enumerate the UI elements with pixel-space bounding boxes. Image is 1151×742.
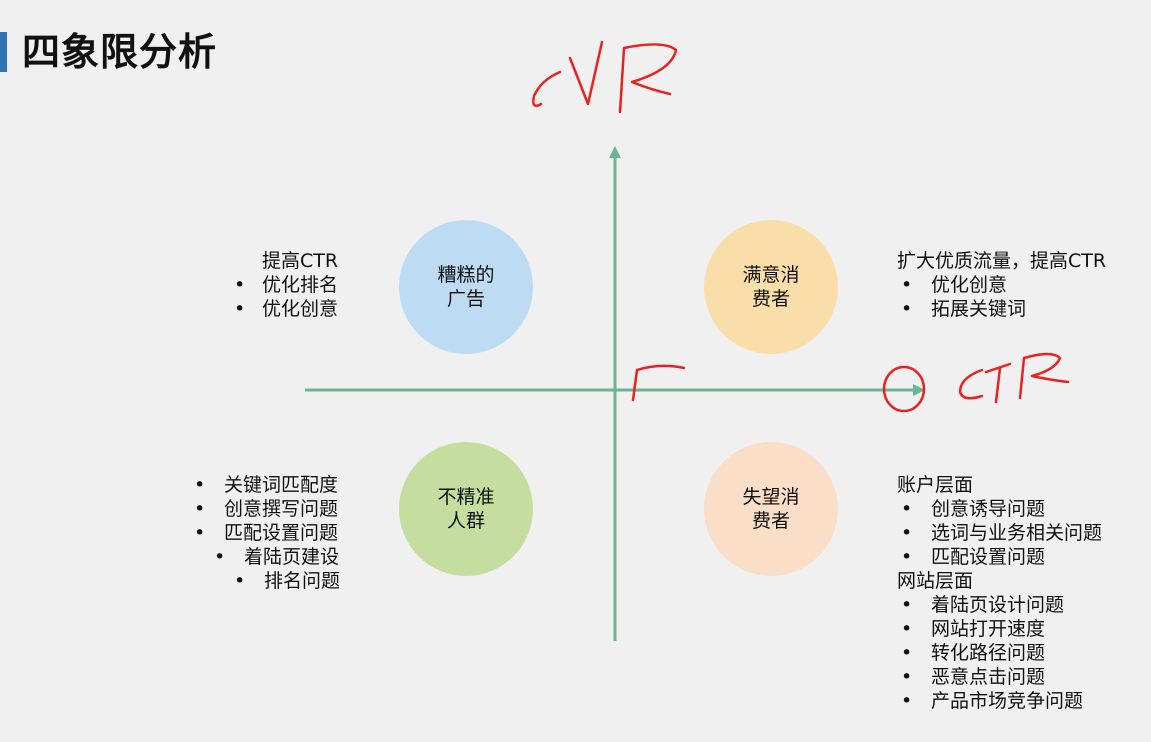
y-axis-arrowhead (609, 146, 621, 158)
bullet: • (901, 666, 913, 688)
circle-imprecise-audience: 不精准人群 (399, 442, 533, 576)
bullet: • (901, 546, 913, 568)
circle-imprecise-line1: 不精准 (437, 486, 495, 508)
list-item-text: 优化排名 (262, 274, 339, 296)
top-right-note: 扩大优质流量，提高CTR • 优化创意 • 拓展关键词 (897, 249, 1106, 321)
list-item: • 产品市场竞争问题 (897, 689, 1102, 713)
list-item: • 着陆页设计问题 (897, 593, 1102, 617)
bullet: • (901, 642, 913, 664)
list-item: • 匹配设置问题 (897, 545, 1102, 569)
bullet: • (194, 498, 206, 520)
circle-bad-ads: 糟糕的广告 (399, 220, 533, 354)
circle-disappointed-line1: 失望消 (742, 486, 800, 508)
bottom-left-note: •关键词匹配度 •创意撰写问题 •匹配设置问题 •着陆页建设 •排名问题 (190, 473, 340, 593)
bullet: • (901, 498, 913, 520)
list-item: • 匹配设置问题 (190, 521, 340, 545)
top-right-heading: 扩大优质流量，提高CTR (897, 250, 1107, 272)
bullet: • (234, 298, 246, 320)
list-item-text: 关键词匹配度 (224, 474, 339, 496)
list-item: • 拓展关键词 (897, 297, 1106, 321)
list-item-text: 优化创意 (931, 274, 1008, 296)
list-item-text: 着陆页建设 (244, 546, 340, 568)
top-left-note: 提高CTR • 优化排名 • 优化创意 (230, 249, 338, 321)
list-item: • 关键词匹配度 (190, 473, 340, 497)
list-item-text: 匹配设置问题 (931, 546, 1046, 568)
list-item-text: 着陆页设计问题 (931, 594, 1065, 616)
top-left-heading: 提高CTR (262, 250, 339, 272)
account-level-heading: 账户层面 (897, 474, 974, 496)
list-item: • 优化排名 (230, 273, 338, 297)
circle-disappointed-line2: 费者 (751, 510, 790, 532)
list-item: • 转化路径问题 (897, 641, 1102, 665)
circle-satisfied-consumers: 满意消费者 (704, 220, 838, 354)
list-item: • 排名问题 (190, 569, 340, 593)
circle-bad-ads-line2: 广告 (446, 288, 485, 310)
x-axis-arrowhead (913, 384, 925, 396)
circle-disappointed-consumers: 失望消费者 (704, 442, 838, 576)
list-item-text: 排名问题 (264, 570, 341, 592)
bullet: • (901, 690, 913, 712)
list-item: • 选词与业务相关问题 (897, 521, 1102, 545)
bullet: • (901, 274, 913, 296)
bullet: • (194, 474, 206, 496)
bullet: • (901, 618, 913, 640)
list-item-text: 拓展关键词 (931, 298, 1027, 320)
list-item: • 创意诱导问题 (897, 497, 1102, 521)
list-item: • 优化创意 (230, 297, 338, 321)
circle-bad-ads-line1: 糟糕的 (437, 264, 495, 286)
list-item: • 优化创意 (897, 273, 1106, 297)
bullet: • (901, 522, 913, 544)
bullet: • (234, 274, 246, 296)
list-item: • 创意撰写问题 (190, 497, 340, 521)
website-level-heading: 网站层面 (897, 570, 974, 592)
list-item-text: 创意撰写问题 (224, 498, 339, 520)
bottom-right-note: 账户层面 • 创意诱导问题 • 选词与业务相关问题 • 匹配设置问题 网站层面 • 着陆… (897, 473, 1102, 713)
list-item-text: 产品市场竞争问题 (931, 690, 1084, 712)
bullet: • (901, 594, 913, 616)
list-item: • 恶意点击问题 (897, 665, 1102, 689)
list-item-text: 匹配设置问题 (224, 522, 339, 544)
bullet: • (214, 546, 226, 568)
bullet: • (901, 298, 913, 320)
list-item-text: 创意诱导问题 (931, 498, 1046, 520)
list-item: • 网站打开速度 (897, 617, 1102, 641)
list-item-text: 网站打开速度 (931, 618, 1046, 640)
list-item-text: 选词与业务相关问题 (931, 522, 1103, 544)
list-item-text: 转化路径问题 (931, 642, 1046, 664)
bullet: • (194, 522, 206, 544)
circle-satisfied-line1: 满意消 (742, 264, 800, 286)
list-item: • 着陆页建设 (190, 545, 340, 569)
circle-imprecise-line2: 人群 (446, 510, 485, 532)
list-item-text: 优化创意 (262, 298, 339, 320)
bullet: • (234, 570, 246, 592)
title-accent-bar (0, 32, 7, 72)
page-title: 四象限分析 (22, 30, 218, 74)
circle-satisfied-line2: 费者 (751, 288, 790, 310)
list-item-text: 恶意点击问题 (931, 666, 1046, 688)
